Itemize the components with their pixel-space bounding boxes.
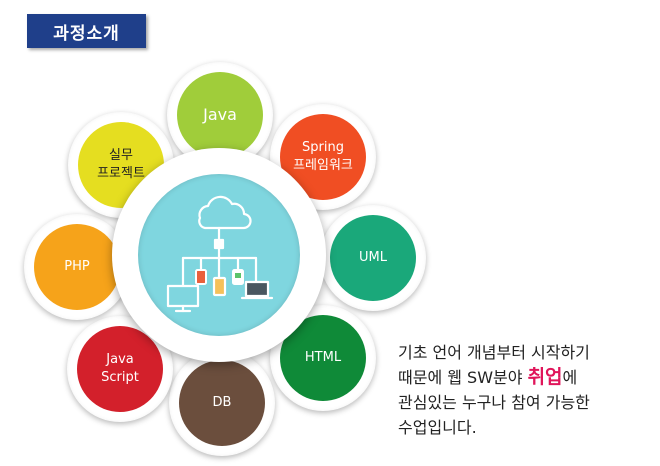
petal-html-label: HTML: [304, 350, 342, 366]
petal-uml-label: UML: [359, 250, 387, 266]
section-title: 과정소개: [53, 23, 120, 44]
petal-db-label: DB: [212, 395, 232, 411]
petal-java-label: Java: [203, 105, 237, 125]
petal-php-label: PHP: [64, 259, 90, 275]
cloud-network-icon: [166, 195, 274, 313]
petal-php: PHP: [34, 224, 120, 310]
petal-java: Java: [177, 72, 263, 158]
center-hub: [138, 174, 300, 336]
petal-js-label: Java Script: [101, 352, 139, 385]
petal-db: DB: [179, 360, 265, 446]
description-line-2-pre: 때문에 웹 SW분야: [398, 368, 528, 387]
description-line-3: 관심있는 누구나 참여 가능한: [398, 393, 590, 412]
section-title-tag: 과정소개: [27, 14, 146, 48]
petal-js: Java Script: [77, 326, 163, 412]
petal-project-label: 실무 프로젝트: [97, 148, 145, 181]
description-line-4: 수업입니다.: [398, 418, 477, 437]
description-line-1: 기초 언어 개념부터 시작하기: [398, 343, 590, 362]
description-line-2-post: 에: [562, 368, 578, 387]
petal-spring-label: Spring 프레임워크: [293, 140, 353, 173]
petal-uml: UML: [330, 215, 416, 301]
description-line-2: 때문에 웹 SW분야 취업에: [398, 365, 648, 390]
description-highlight-employment: 취업: [527, 366, 563, 388]
course-description: 기초 언어 개념부터 시작하기 때문에 웹 SW분야 취업에 관심있는 누구나 …: [398, 340, 648, 440]
